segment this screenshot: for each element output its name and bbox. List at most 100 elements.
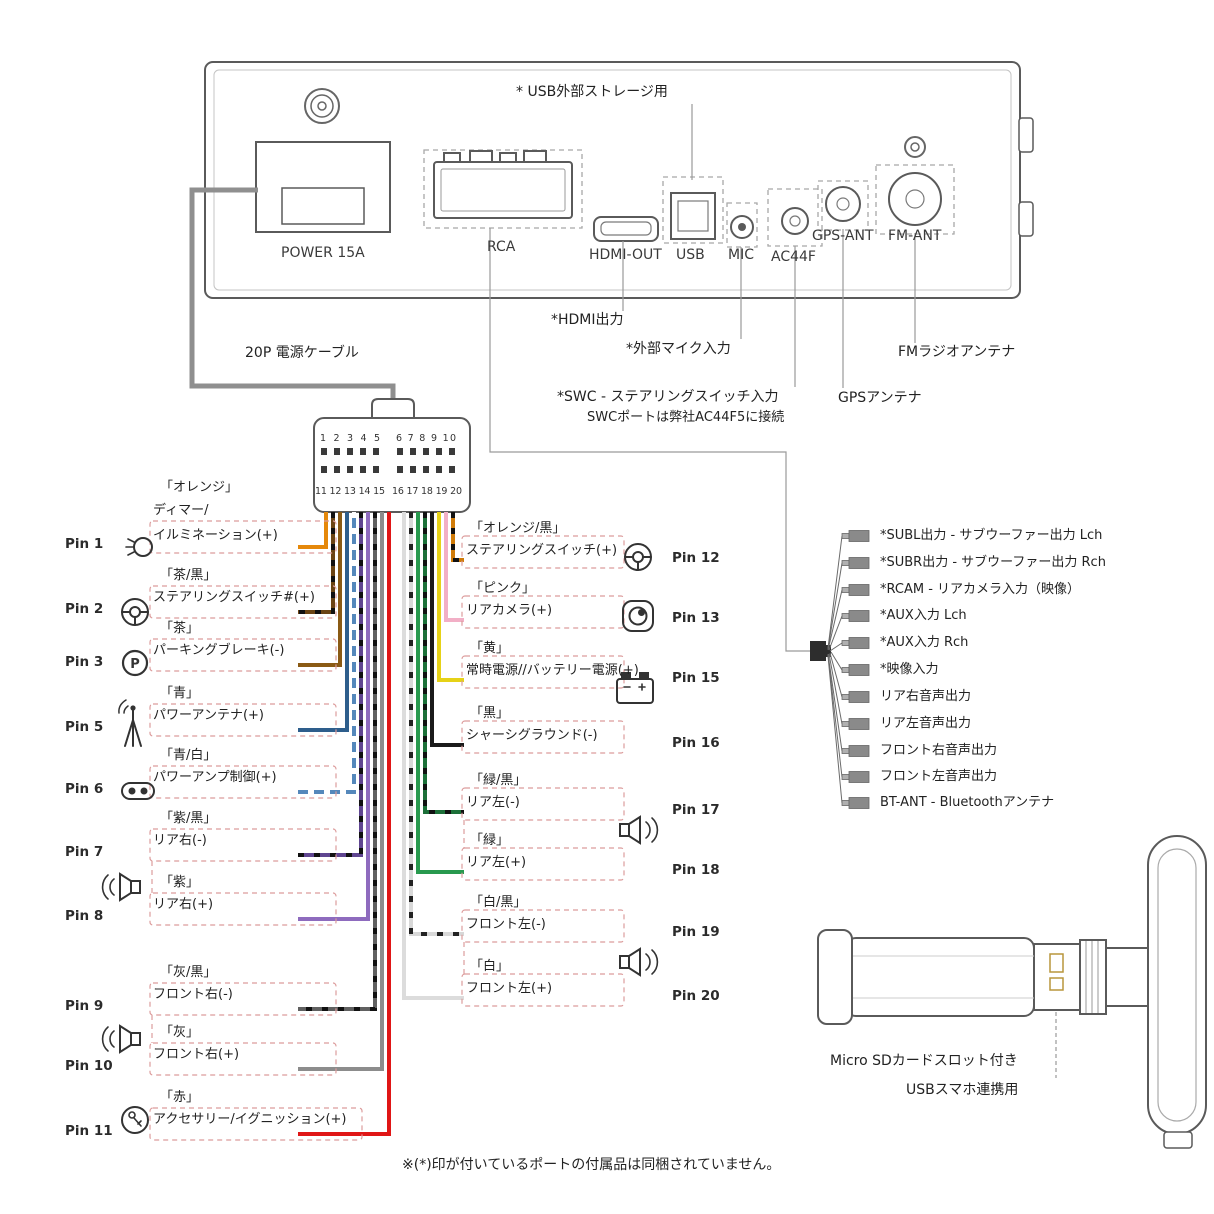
pin-12-label: Pin 12	[672, 550, 720, 566]
pin-5-color: 「青」	[160, 686, 200, 701]
callout-hdmi-out: *HDMI出力	[551, 312, 624, 328]
pin-7-label: Pin 7	[65, 844, 104, 860]
callout-power-cable: 20P 電源ケーブル	[245, 345, 359, 361]
pin-10-desc: フロント右(+)	[153, 1047, 240, 1062]
pin-11-desc: アクセサリー/イグニッション(+)	[153, 1112, 347, 1127]
pin-13-label: Pin 13	[672, 610, 720, 626]
pin-19-desc: フロント左(-)	[466, 917, 546, 932]
micro-sd-label: Micro SDカードスロット付き	[830, 1053, 1018, 1069]
pin-1-desc2: イルミネーション(+)	[153, 528, 278, 543]
usb-slot	[1049, 977, 1064, 991]
pin-16-label: Pin 16	[672, 735, 720, 751]
usb-label: USB	[676, 247, 705, 263]
speaker-rear-right-icon	[101, 872, 141, 902]
pin-18-label: Pin 18	[672, 862, 720, 878]
wire-green	[416, 512, 464, 874]
steering-wheel-icon	[121, 598, 149, 626]
pin-10-color: 「灰」	[160, 1025, 200, 1040]
panel-tab	[1018, 117, 1034, 153]
ignition-key-icon	[121, 1106, 149, 1134]
head-unit-rear-panel	[204, 61, 1034, 299]
pin-18-desc: リア左(+)	[466, 855, 527, 870]
pin-12-color: 「オレンジ/黒」	[470, 521, 566, 536]
callout-ext-mic: *外部マイク入力	[626, 341, 731, 357]
pin-17-label: Pin 17	[672, 802, 720, 818]
pin-12-desc: ステアリングスイッチ(+)	[466, 543, 618, 558]
pin-15-label: Pin 15	[672, 670, 720, 686]
fm-ant-port	[875, 164, 955, 235]
power-connector	[255, 141, 391, 233]
callout-fm-radio: FMラジオアンテナ	[898, 344, 1016, 360]
pin-numbers-bottom-right: 16 17 18 19 20	[392, 486, 462, 497]
wire-black	[430, 512, 464, 747]
pin-15-desc: 常時電源//バッテリー電源(+)	[466, 663, 639, 678]
pin-2-label: Pin 2	[65, 601, 104, 617]
pin-19-color: 「白/黒」	[470, 895, 527, 910]
pin-17-desc: リア左(-)	[466, 795, 520, 810]
callout-swc-line2: SWCポートは弊社AC44F5に接続	[587, 410, 785, 425]
wire-blue-white	[298, 512, 356, 794]
pin-11-label: Pin 11	[65, 1123, 113, 1139]
wire-brown	[298, 512, 342, 667]
wire-gray	[298, 512, 384, 1071]
pin-16-desc: シャーシグラウンド(-)	[466, 728, 598, 743]
rca-out-subl: *SUBL出力 - サブウーファー出力 Lch	[880, 528, 1103, 543]
pin-7-desc: リア右(-)	[153, 833, 207, 848]
micro-sd-slot	[1049, 953, 1064, 973]
fm-ant-label: FM-ANT	[888, 228, 942, 244]
wire-orange-black-stripe	[451, 512, 464, 562]
pin-numbers-top-right: 6 7 8 9 10	[396, 433, 456, 444]
wire-white-black-stripe	[409, 512, 464, 936]
screw-small-icon	[904, 136, 926, 158]
wire-purple	[298, 512, 370, 921]
antenna-assembly	[817, 835, 1207, 1149]
pin-8-color: 「紫」	[160, 875, 200, 890]
rca-out-video: *映像入力	[880, 662, 939, 677]
hdmi-port	[593, 216, 659, 242]
rca-out-subr: *SUBR出力 - サブウーファー出力 Rch	[880, 555, 1106, 570]
rca-out-rear-r: リア右音声出力	[880, 689, 972, 704]
parking-brake-icon: P	[121, 649, 149, 677]
wire-white	[402, 512, 464, 1000]
pin-1-color: 「オレンジ」	[160, 480, 239, 495]
pin-2-desc: ステアリングスイッチ#(+)	[153, 590, 315, 605]
speaker-front-left-icon	[619, 947, 659, 977]
pin-7-color: 「紫/黒」	[160, 811, 217, 826]
rca-out-aux-l: *AUX入力 Lch	[880, 608, 967, 623]
pin-10-label: Pin 10	[65, 1058, 113, 1074]
usb-port	[662, 176, 724, 244]
speaker-front-right-icon	[101, 1024, 141, 1054]
pin-13-desc: リアカメラ(+)	[466, 603, 553, 618]
rca-plug-icons	[841, 530, 870, 809]
power-label: POWER 15A	[281, 245, 365, 261]
rca-out-front-r: フロント右音声出力	[880, 743, 998, 758]
callout-gps-ant: GPSアンテナ	[838, 390, 922, 406]
pin-numbers-top-left: 1 2 3 4 5	[320, 433, 380, 444]
wire-red	[298, 512, 391, 1136]
pin-16-color: 「黒」	[470, 706, 510, 721]
pin-15-color: 「黄」	[470, 641, 510, 656]
pin-5-label: Pin 5	[65, 719, 104, 735]
gps-ant-port	[817, 180, 869, 231]
pin-2-color: 「茶/黒」	[160, 568, 217, 583]
wire-brown-black-stripe	[298, 512, 335, 614]
pin-3-label: Pin 3	[65, 654, 104, 670]
rca-label: RCA	[487, 239, 516, 255]
pin-1-label: Pin 1	[65, 536, 104, 552]
pin-13-color: 「ピンク」	[470, 581, 536, 596]
pin-6-color: 「青/白」	[160, 748, 217, 763]
pin-6-label: Pin 6	[65, 781, 104, 797]
rca-out-front-l: フロント左音声出力	[880, 769, 998, 784]
screw-boss-icon	[304, 88, 340, 124]
fanout-lines	[827, 535, 843, 804]
ac44f-label: AC44F	[771, 249, 816, 265]
pin-icons: P	[101, 537, 659, 1134]
svg-text:P: P	[130, 657, 140, 672]
rca-out-rcam: *RCAM - リアカメラ入力（映像）	[880, 582, 1081, 597]
mic-label: MIC	[728, 247, 754, 263]
callout-usb-storage: * USB外部ストレージ用	[516, 84, 668, 100]
wire-green-black-stripe	[423, 512, 464, 814]
pin-9-color: 「灰/黒」	[160, 965, 217, 980]
steering-wheel-icon-2	[624, 543, 652, 571]
